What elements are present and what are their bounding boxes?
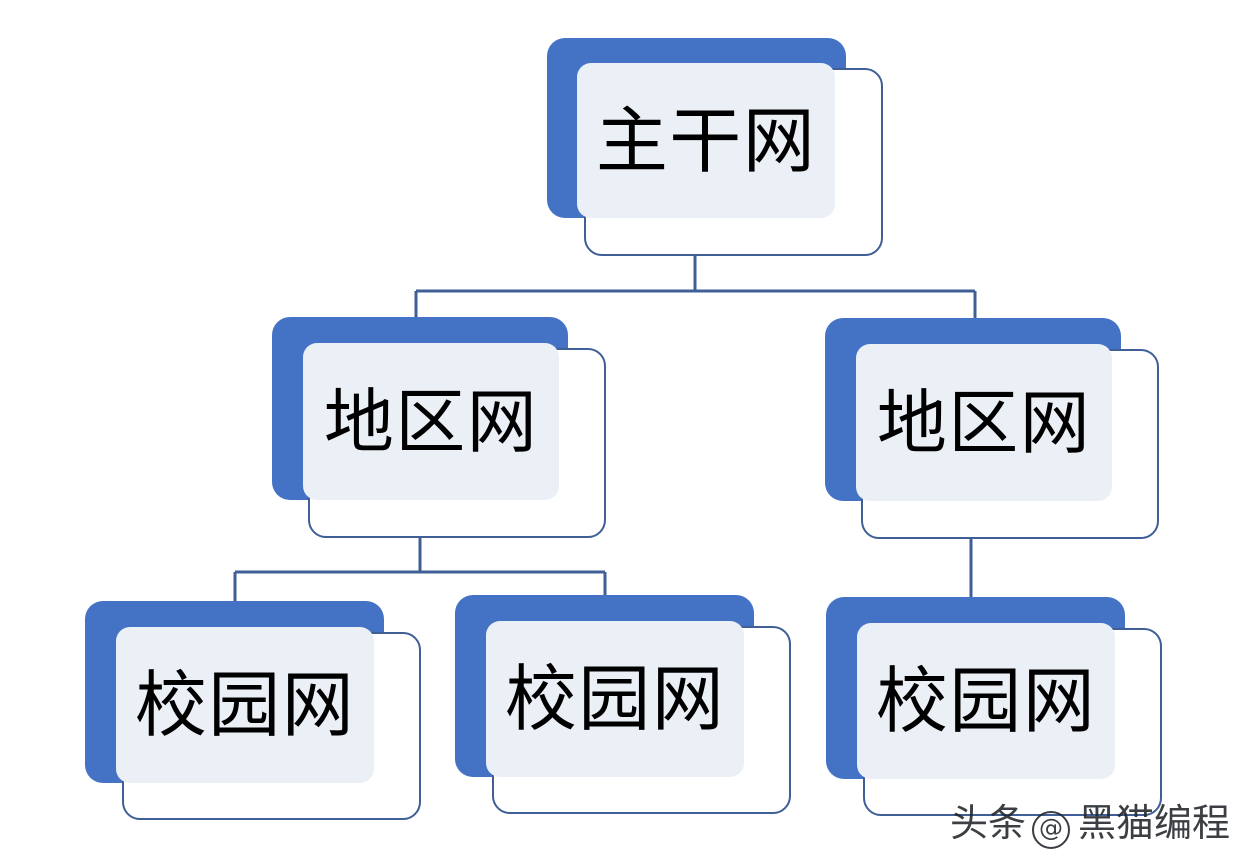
- node-fill-rect: 校园网: [486, 621, 744, 777]
- node-root[interactable]: 主干网: [547, 38, 883, 256]
- node-regional-network-right[interactable]: 地区网: [825, 318, 1159, 539]
- node-campus-network-2[interactable]: 校园网: [455, 595, 792, 819]
- node-regional-network-left[interactable]: 地区网: [272, 317, 616, 539]
- node-fill-rect: 校园网: [857, 623, 1115, 779]
- node-fill-rect: 主干网: [577, 63, 835, 218]
- node-label: 地区网: [876, 381, 1092, 464]
- node-campus-network-1[interactable]: 校园网: [85, 601, 422, 820]
- node-fill-rect: 地区网: [856, 344, 1112, 501]
- node-campus-network-3[interactable]: 校园网: [826, 597, 1163, 819]
- node-label: 校园网: [875, 659, 1097, 743]
- node-label: 主干网: [595, 98, 817, 183]
- node-fill-rect: 地区网: [303, 343, 559, 500]
- node-label: 校园网: [134, 663, 356, 747]
- node-fill-rect: 校园网: [116, 627, 374, 783]
- node-label: 校园网: [504, 657, 726, 741]
- node-label: 地区网: [323, 380, 539, 463]
